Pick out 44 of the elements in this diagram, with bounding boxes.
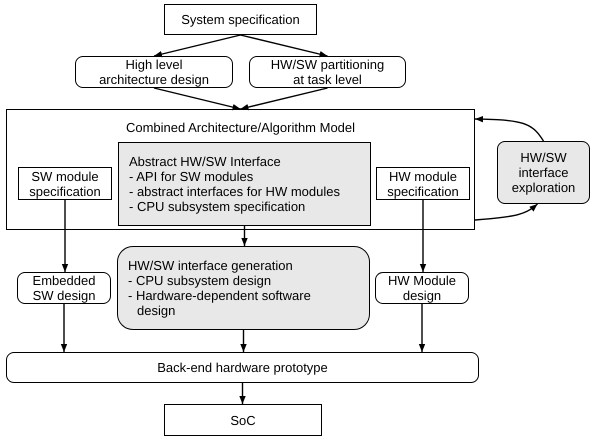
node-title: HW/SW interface generation	[128, 258, 293, 273]
container-box	[6, 109, 475, 230]
arrow	[474, 203, 538, 221]
process-box	[18, 167, 112, 200]
list-item: - Hardware-dependent software design	[128, 288, 312, 318]
process-box	[164, 4, 317, 35]
process-box	[17, 272, 111, 304]
arrow	[62, 200, 68, 272]
node-title: Abstract HW/SW Interface	[129, 154, 281, 169]
node-label: System specification	[181, 12, 300, 27]
node-label: Back-end hardware prototype	[157, 360, 328, 375]
process-box	[6, 352, 479, 383]
list-item: - API for SW modules	[129, 169, 254, 184]
arrow	[60, 304, 68, 352]
list-item: - CPU subsystem design	[128, 273, 272, 288]
arrow	[239, 383, 246, 404]
arrow	[154, 34, 241, 58]
arrow	[240, 330, 247, 352]
node-label: Combined Architecture/Algorithm Model	[126, 120, 356, 135]
process-box	[376, 167, 470, 200]
node-label: HW/SW interface exploration	[510, 150, 576, 195]
arrow	[240, 34, 328, 58]
process-box	[497, 141, 590, 204]
arrow	[474, 116, 544, 142]
node-label: HW module specification	[386, 168, 460, 198]
node-label: Embedded SW design	[32, 273, 96, 303]
node-label: HW/SW partitioning at task level	[270, 57, 386, 87]
list-item: - CPU subsystem specification	[129, 199, 306, 214]
node-label: High level architecture design	[98, 57, 210, 87]
arrow	[240, 87, 328, 110]
list-item: - abstract interfaces for HW modules	[129, 184, 340, 199]
process-box	[375, 272, 469, 304]
process-box	[117, 246, 370, 330]
process-box	[75, 56, 233, 88]
arrow	[154, 87, 241, 110]
arrow	[418, 304, 426, 352]
process-box	[118, 142, 371, 226]
process-box	[164, 404, 322, 436]
node-label: SW module specification	[28, 168, 102, 198]
arrow	[420, 200, 426, 272]
node-label: HW Module design	[387, 273, 457, 303]
node-label: SoC	[230, 412, 256, 428]
process-box	[249, 56, 406, 88]
arrow	[241, 226, 248, 246]
